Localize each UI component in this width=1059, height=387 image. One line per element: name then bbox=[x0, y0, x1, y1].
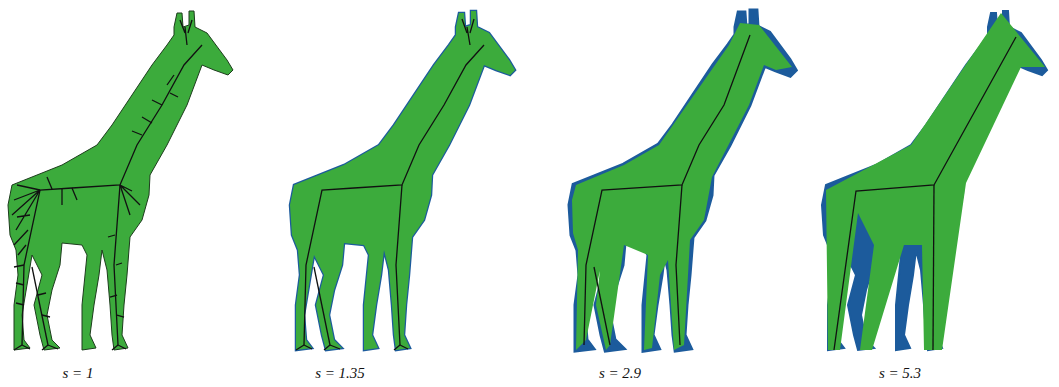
giraffe-shape bbox=[8, 11, 233, 350]
scale-label: s = 2.9 bbox=[599, 364, 641, 382]
giraffe-shape bbox=[570, 11, 795, 350]
giraffe-shape bbox=[290, 11, 515, 350]
scale-label: s = 1 bbox=[63, 364, 94, 382]
scale-label: s = 5.3 bbox=[879, 364, 921, 382]
scale-label: s = 1.35 bbox=[315, 364, 365, 382]
giraffe-shape bbox=[822, 11, 1047, 350]
